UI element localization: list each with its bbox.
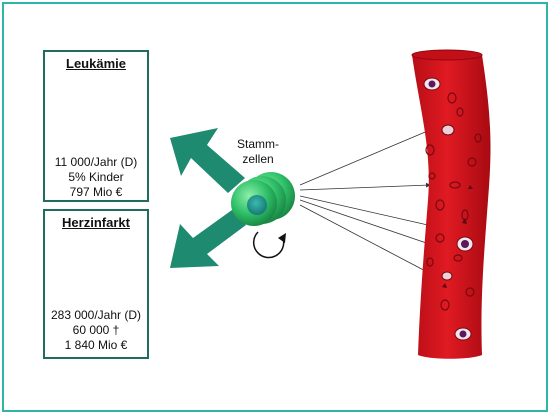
leukemia-title: Leukämie — [66, 56, 126, 71]
stem-cell-icon — [231, 172, 295, 226]
heart-attack-box: Herzinfarkt 283 000/Jahr (D) 60 000 † 1 … — [43, 209, 149, 359]
leukemia-box: Leukämie 11 000/Jahr (D) 5% Kinder 797 M… — [43, 50, 149, 202]
leukemia-stat-children: 5% Kinder — [68, 170, 124, 184]
blood-cells — [423, 77, 482, 341]
leukemia-stat-cost: 797 Mio € — [69, 185, 123, 199]
heart-attack-title: Herzinfarkt — [62, 215, 130, 230]
differentiation-arrows — [299, 129, 448, 276]
stem-cells-label-line1: Stamm- — [237, 137, 279, 151]
arrow-to-heart-attack — [170, 210, 246, 268]
blood-vessel — [411, 49, 491, 359]
self-renewal-cycle-icon — [252, 231, 286, 259]
arrow-to-leukemia — [170, 128, 245, 193]
leukemia-stat-cases: 11 000/Jahr (D) — [54, 155, 138, 169]
heart-attack-stat-cost: 1 840 Mio € — [64, 338, 128, 352]
heart-attack-stat-cases: 283 000/Jahr (D) — [50, 308, 142, 322]
stem-cells-label-line2: zellen — [242, 152, 274, 166]
stem-cells-label: Stamm- zellen — [232, 137, 284, 167]
heart-attack-stat-deaths: 60 000 † — [72, 323, 120, 337]
leukemia-stats: 11 000/Jahr (D) 5% Kinder 797 Mio € — [45, 155, 147, 200]
heart-attack-stats: 283 000/Jahr (D) 60 000 † 1 840 Mio € — [45, 308, 147, 353]
